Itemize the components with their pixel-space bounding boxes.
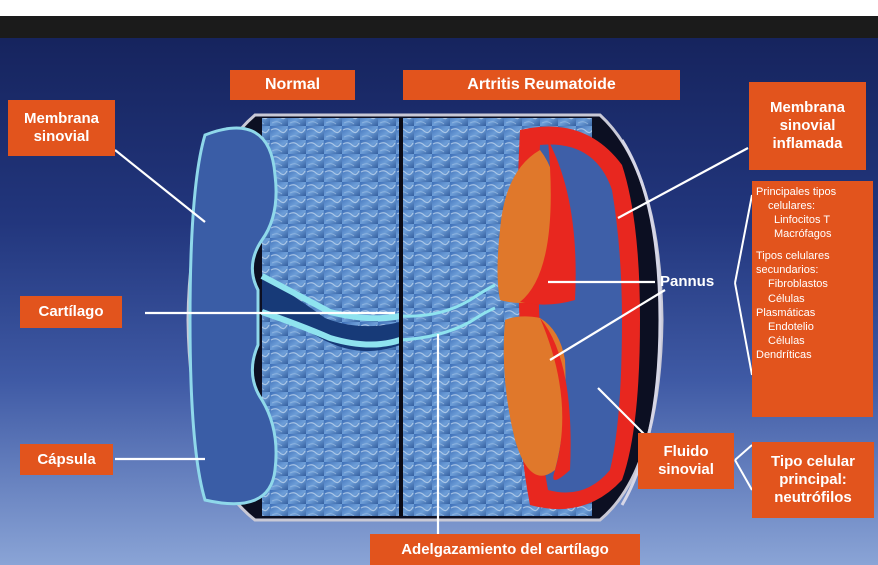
cell-list-line: Dendríticas [756, 348, 869, 362]
cell-list-line: Endotelio [756, 320, 869, 334]
cell-list-line: Plasmáticas [756, 306, 869, 320]
label-membrana-sinovial: Membrana sinovial [8, 100, 115, 156]
cell-type-list: Principales tipos celulares: Linfocitos … [752, 181, 873, 417]
center-divider [399, 118, 403, 516]
header-artritis-reumatoide: Artritis Reumatoide [403, 70, 680, 100]
cell-list-line: Tipos celulares [756, 249, 869, 263]
cell-list-line: Linfocitos T [756, 213, 869, 227]
label-pannus: Pannus [660, 273, 714, 290]
label-fluido-sinovial: Fluido sinovial [638, 433, 734, 489]
label-membrana-inflamada: Membrana sinovial inflamada [749, 82, 866, 170]
cell-list-line [756, 241, 869, 249]
bracket-lines [735, 195, 752, 490]
cell-list-line: Principales tipos [756, 185, 869, 199]
header-normal: Normal [230, 70, 355, 100]
cell-list-line: Células [756, 292, 869, 306]
cell-list-line: Macrófagos [756, 227, 869, 241]
cell-list-line: Fibroblastos [756, 277, 869, 291]
label-cartilago: Cartílago [20, 296, 122, 328]
label-capsula: Cápsula [20, 444, 113, 475]
label-adelgazamiento: Adelgazamiento del cartílago [370, 534, 640, 565]
cell-list-line: secundarios: [756, 263, 869, 277]
cell-list-line: Células [756, 334, 869, 348]
cell-list-line: celulares: [756, 199, 869, 213]
label-tipo-celular: Tipo celular principal: neutrófilos [752, 442, 874, 518]
